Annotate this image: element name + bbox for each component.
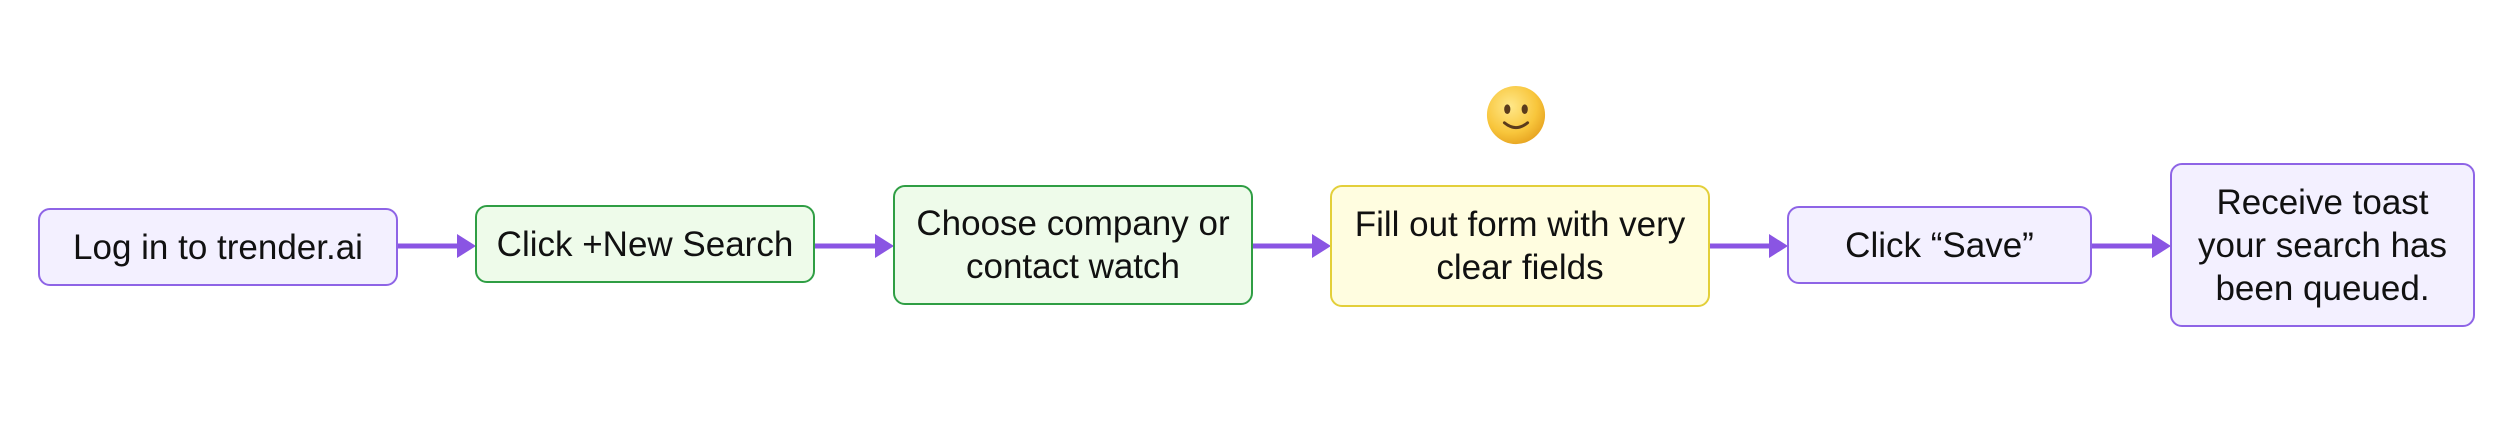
arrowhead-1 (457, 234, 476, 258)
node-choose-watch: Choose company or contact watch (893, 185, 1253, 305)
arrowhead-5 (2152, 234, 2171, 258)
arrowhead-4 (1769, 234, 1788, 258)
slightly-smiling-face-icon (1486, 85, 1546, 145)
node-save: Click “Save” (1787, 206, 2092, 284)
node-login-label: Log in to trender.ai (73, 227, 363, 267)
node-choose-watch-label: Choose company or contact watch (916, 204, 1230, 286)
node-toast: Receive toast your search has been queue… (2170, 163, 2475, 327)
node-toast-label: Receive toast your search has been queue… (2197, 182, 2448, 308)
node-new-search-label: Click +New Search (496, 224, 794, 264)
node-fill-form-label: Fill out form with very clear fields (1354, 205, 1686, 287)
node-fill-form: Fill out form with very clear fields (1330, 185, 1710, 307)
node-save-label: Click “Save” (1845, 225, 2034, 265)
arrowhead-3 (1312, 234, 1331, 258)
node-login: Log in to trender.ai (38, 208, 398, 286)
node-new-search: Click +New Search (475, 205, 815, 283)
arrowhead-2 (875, 234, 894, 258)
